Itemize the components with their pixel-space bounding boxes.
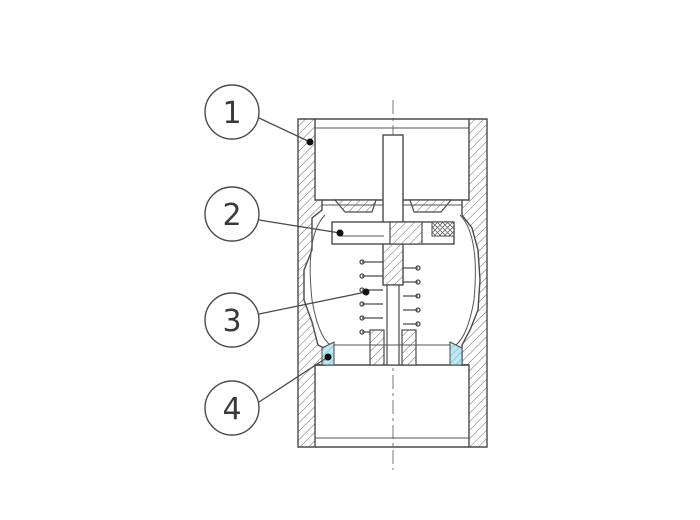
valve-stem — [382, 134, 404, 366]
seat-guide — [322, 199, 462, 213]
callout-1-label: 1 — [222, 96, 241, 131]
callout-1-dot — [306, 138, 314, 146]
spring — [359, 259, 421, 335]
callout-2-dot — [336, 229, 344, 237]
callout-3: 3 — [204, 288, 370, 348]
callout-3-label: 3 — [222, 304, 241, 339]
callout-4-dot — [324, 353, 332, 361]
callout-4-label: 4 — [222, 392, 241, 427]
callout-4: 4 — [204, 353, 332, 436]
callout-2-label: 2 — [222, 198, 241, 233]
callout-3-dot — [362, 288, 370, 296]
callout-1: 1 — [204, 84, 314, 146]
lower-guide — [330, 329, 456, 366]
valve-disc — [331, 221, 455, 245]
callout-2: 2 — [204, 186, 344, 242]
